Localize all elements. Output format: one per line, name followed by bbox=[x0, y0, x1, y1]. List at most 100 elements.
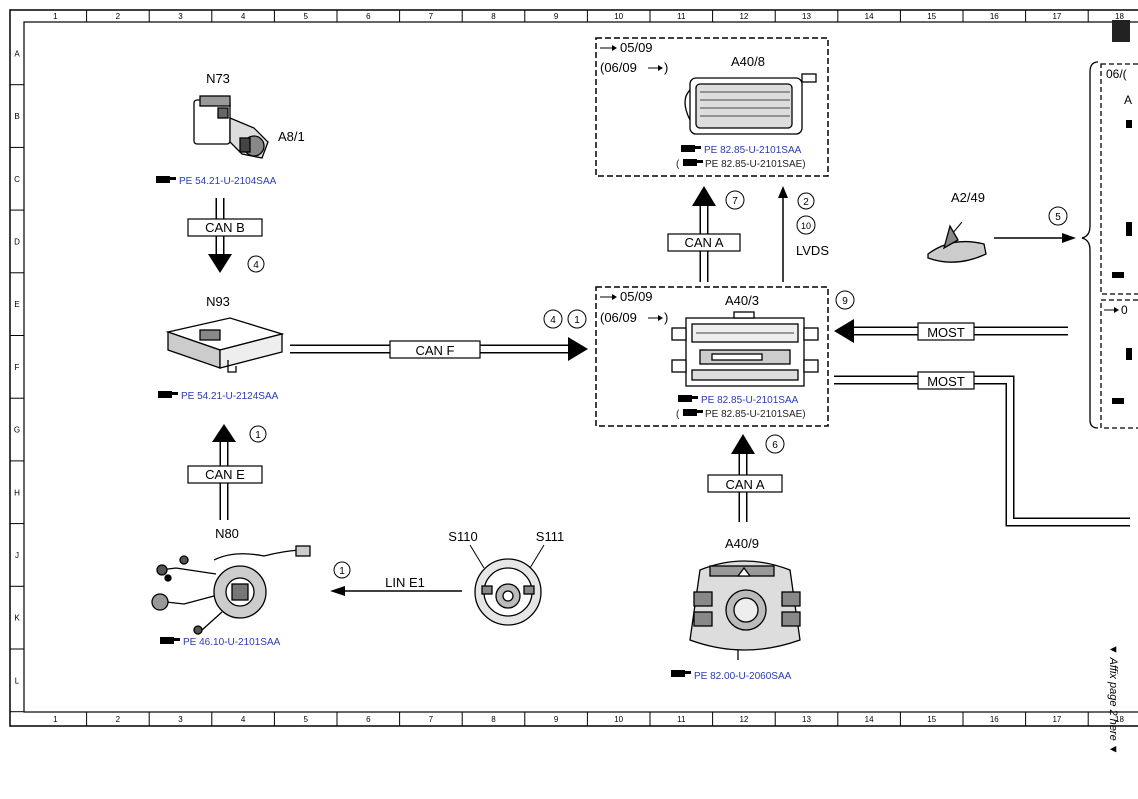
grid-col-label: 11 bbox=[677, 12, 686, 21]
grid-col-label: 6 bbox=[366, 715, 371, 724]
circle-1-lin: 1 bbox=[333, 561, 351, 579]
s110-label: S110 bbox=[448, 529, 477, 544]
svg-text:(: ( bbox=[676, 409, 680, 420]
grid-col-label: 3 bbox=[178, 12, 183, 21]
a40-3-date-from: (06/09 ) bbox=[600, 310, 668, 325]
a40-8-ref-link[interactable]: PE 82.85-U-2101SAA bbox=[681, 145, 802, 156]
ref-hand-icon bbox=[156, 176, 176, 183]
right-partial-box-top bbox=[1100, 63, 1138, 295]
lin-e1-connection: LIN E1 bbox=[330, 575, 462, 596]
grid-col-label: 6 bbox=[366, 12, 371, 21]
svg-text:(06/09: (06/09 bbox=[600, 310, 637, 325]
grid-col-label: 18 bbox=[1115, 12, 1124, 21]
svg-text:PE 46.10-U-2101SAA: PE 46.10-U-2101SAA bbox=[183, 637, 281, 648]
a40-3-box bbox=[595, 286, 829, 427]
grid-col-label: 14 bbox=[865, 12, 874, 21]
grid-col-label: 17 bbox=[1052, 12, 1061, 21]
svg-text:4: 4 bbox=[550, 315, 556, 326]
svg-text:5: 5 bbox=[1055, 212, 1061, 223]
a40-3-ref-link[interactable]: PE 82.85-U-2101SAA bbox=[678, 395, 799, 406]
outer-frame bbox=[9, 9, 1138, 727]
can-e-connection: CAN E bbox=[187, 424, 263, 520]
grid-col-label: 13 bbox=[802, 715, 811, 724]
grid-col-label: 8 bbox=[491, 12, 496, 21]
svg-text:4: 4 bbox=[253, 260, 259, 271]
grid-row-label: J bbox=[15, 551, 19, 560]
lvds-label: LVDS bbox=[796, 243, 829, 258]
grid-col-label: 16 bbox=[990, 715, 999, 724]
circle-6: 6 bbox=[765, 434, 785, 454]
svg-text:05/09: 05/09 bbox=[620, 289, 653, 304]
grid-col-label: 10 bbox=[614, 715, 623, 724]
grid-col-label: 12 bbox=[739, 715, 748, 724]
a40-3-date-to: 05/09 bbox=[600, 289, 653, 304]
svg-text:PE 82.00-U-2060SAA: PE 82.00-U-2060SAA bbox=[694, 671, 792, 682]
n80-ref-link[interactable]: PE 46.10-U-2101SAA bbox=[160, 637, 281, 648]
a40-8-label: A40/8 bbox=[731, 54, 765, 69]
svg-text:): ) bbox=[664, 60, 668, 75]
ref-hand-icon bbox=[678, 395, 698, 402]
most-in-label: MOST bbox=[927, 325, 965, 340]
grid-col-label: 2 bbox=[116, 12, 121, 21]
a40-8-date-to: 05/09 bbox=[600, 40, 653, 55]
circle-2: 2 bbox=[797, 192, 815, 210]
n73-ref-link[interactable]: PE 54.21-U-2104SAA bbox=[156, 176, 277, 187]
svg-text:PE 54.21-U-2104SAA: PE 54.21-U-2104SAA bbox=[179, 176, 277, 187]
grid-row-label: C bbox=[14, 175, 20, 184]
most-out-label: MOST bbox=[927, 374, 965, 389]
svg-text:PE 82.85-U-2101SAA: PE 82.85-U-2101SAA bbox=[701, 395, 799, 406]
svg-text:(06/09: (06/09 bbox=[600, 60, 637, 75]
right-box-date-bottom: 0 bbox=[1104, 303, 1128, 317]
svg-text:1: 1 bbox=[339, 566, 345, 577]
ref-hand-icon bbox=[683, 409, 703, 416]
right-partial-icons bbox=[1112, 20, 1132, 404]
grid-col-label: 7 bbox=[429, 12, 434, 21]
grid-col-label: 11 bbox=[677, 715, 686, 724]
s111-label: S111 bbox=[536, 529, 564, 544]
circle-4-canb: 4 bbox=[247, 255, 265, 273]
a40-8-ref-alt-link[interactable]: ( PE 82.85-U-2101SAE) bbox=[676, 159, 806, 170]
can-e-label: CAN E bbox=[205, 467, 245, 482]
svg-text:10: 10 bbox=[801, 221, 811, 231]
svg-text:9: 9 bbox=[842, 296, 848, 307]
ref-hand-icon bbox=[671, 670, 691, 677]
grid-col-label: 4 bbox=[241, 12, 246, 21]
antenna-icon bbox=[927, 224, 987, 263]
ref-hand-icon bbox=[158, 391, 178, 398]
a40-8-box bbox=[595, 37, 829, 177]
a40-9-ref-link[interactable]: PE 82.00-U-2060SAA bbox=[671, 670, 792, 682]
right-brace bbox=[1081, 61, 1099, 429]
grid-col-label: 13 bbox=[802, 12, 811, 21]
a40-9-controller-icon bbox=[689, 560, 801, 660]
right-box-letter: A bbox=[1124, 93, 1132, 107]
grid-row-label: B bbox=[14, 112, 19, 121]
grid-col-label: 14 bbox=[865, 715, 874, 724]
circle-1-cane: 1 bbox=[249, 425, 267, 443]
a40-3-ref-alt-link[interactable]: ( PE 82.85-U-2101SAE) bbox=[676, 409, 806, 420]
can-a-bottom-label: CAN A bbox=[725, 477, 764, 492]
grid-col-label: 12 bbox=[739, 12, 748, 21]
can-a-top-connection: CAN A bbox=[667, 186, 741, 282]
circle-9: 9 bbox=[835, 290, 855, 310]
antenna-connection bbox=[994, 233, 1076, 243]
grid-row-label: L bbox=[15, 676, 20, 685]
n93-ref-link[interactable]: PE 54.21-U-2124SAA bbox=[158, 391, 279, 402]
steering-wheel-icon bbox=[474, 558, 542, 626]
a2-49-label: A2/49 bbox=[951, 190, 985, 205]
grid-row-label: G bbox=[14, 426, 20, 435]
grid-row-label: A bbox=[14, 49, 20, 58]
grid-row-label: F bbox=[15, 363, 20, 372]
can-a-top-label: CAN A bbox=[684, 235, 723, 250]
grid-col-label: 9 bbox=[554, 715, 559, 724]
ref-hand-icon bbox=[160, 637, 180, 644]
grid-col-label: 5 bbox=[303, 12, 308, 21]
grid-row-label: H bbox=[14, 488, 20, 497]
grid-col-label: 8 bbox=[491, 715, 496, 724]
a40-8-date-from: (06/09 ) bbox=[600, 60, 668, 75]
svg-text:6: 6 bbox=[772, 440, 778, 451]
grid-row-label: K bbox=[14, 614, 20, 623]
grid-col-label: 7 bbox=[429, 715, 434, 724]
